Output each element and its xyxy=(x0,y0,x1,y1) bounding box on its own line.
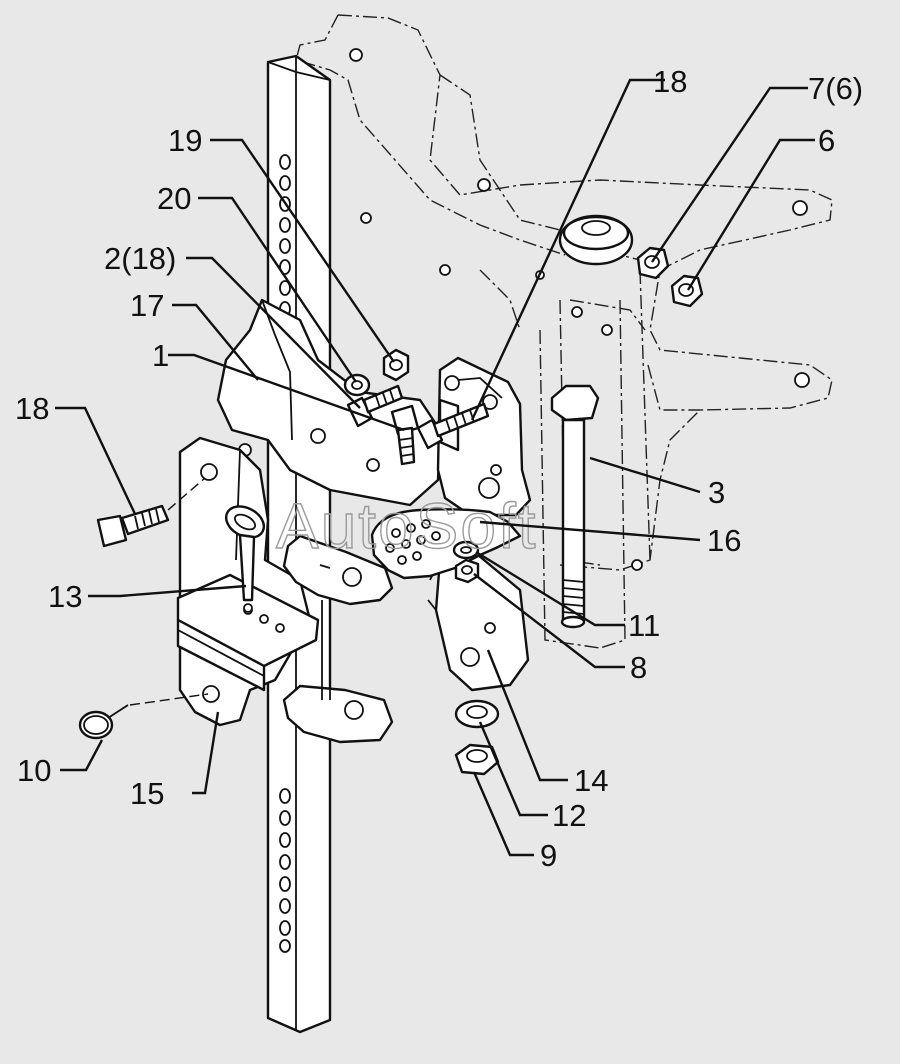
leader-lines xyxy=(55,78,815,857)
callout-15: 15 xyxy=(130,776,164,811)
rail-holes-lower xyxy=(279,788,291,953)
callout-11: 11 xyxy=(628,608,660,643)
bolt-2 xyxy=(346,384,404,428)
callout-6: 6 xyxy=(818,123,835,158)
nut-8 xyxy=(454,558,480,584)
perforated-curved-plate xyxy=(370,508,522,580)
callout-13: 13 xyxy=(48,579,82,614)
washer-12 xyxy=(454,699,500,729)
spring-clip xyxy=(78,693,209,740)
lower-hitch-jaw xyxy=(282,600,394,744)
nut-9 xyxy=(454,743,500,776)
locking-pin xyxy=(224,505,266,613)
callout-16: 16 xyxy=(707,523,741,558)
callout-12: 12 xyxy=(552,798,586,833)
callout-19: 19 xyxy=(168,123,202,158)
right-lower-arm xyxy=(427,553,530,692)
washer-11 xyxy=(452,540,480,560)
callout-8: 8 xyxy=(630,650,647,685)
washer-20 xyxy=(343,373,371,397)
callout-18-left: 18 xyxy=(15,391,49,426)
callout-1: 1 xyxy=(152,338,169,373)
callout-labels: 18 7(6) 6 19 20 2(18) 17 1 18 3 16 13 11… xyxy=(15,64,863,873)
callout-3: 3 xyxy=(708,475,725,510)
callout-9: 9 xyxy=(540,838,557,873)
nut-7 xyxy=(636,246,670,280)
bolt-3-long xyxy=(550,384,600,629)
callout-10: 10 xyxy=(17,753,51,788)
nut-6 xyxy=(670,274,704,308)
bolt-left-18 xyxy=(96,477,206,548)
watermark: AutoSoft xyxy=(276,490,538,562)
callout-7: 7(6) xyxy=(808,71,863,106)
callout-2: 2(18) xyxy=(104,241,176,276)
callout-17: 17 xyxy=(130,288,164,323)
callout-18-top: 18 xyxy=(653,64,687,99)
callout-20: 20 xyxy=(157,181,191,216)
rear-frame-housing xyxy=(295,14,833,649)
upper-hitch-jaw xyxy=(282,534,394,606)
callout-14: 14 xyxy=(574,763,608,798)
